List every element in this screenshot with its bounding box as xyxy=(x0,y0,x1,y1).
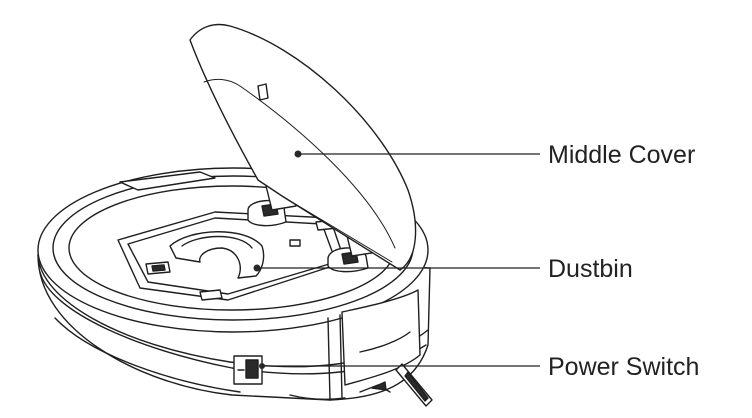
label-power-switch: Power Switch xyxy=(548,353,699,381)
label-dustbin: Dustbin xyxy=(548,255,633,283)
side-brush xyxy=(395,363,433,407)
middle-cover xyxy=(189,23,417,271)
dustbin xyxy=(117,211,346,301)
power-switch xyxy=(233,355,265,385)
label-middle-cover: Middle Cover xyxy=(548,141,695,169)
